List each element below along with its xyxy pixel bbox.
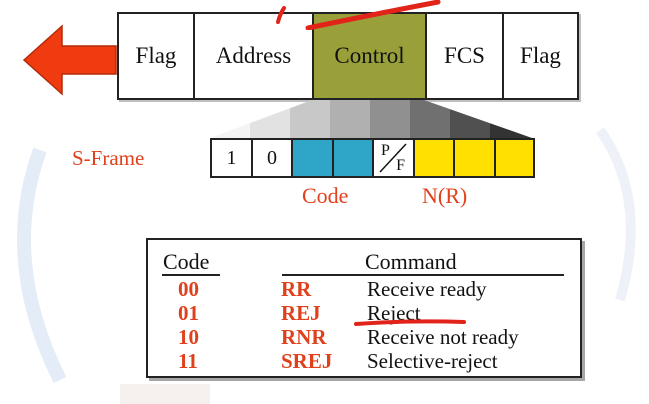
row-abbr: REJ	[281, 301, 321, 325]
field-flag-end: Flag	[502, 12, 579, 100]
pf-slash-icon	[379, 143, 407, 173]
left-arrow-icon	[22, 24, 117, 96]
bit-nr-1	[413, 138, 453, 178]
header-command-underline	[282, 274, 564, 276]
pf-bottom-letter: F	[396, 157, 405, 174]
bit-1: 1	[210, 138, 251, 178]
table-header-code: Code	[163, 249, 210, 274]
pen-underline-reject	[354, 319, 466, 326]
bit-code-2	[332, 138, 372, 178]
control-expansion	[210, 100, 532, 138]
code-label: Code	[302, 183, 349, 208]
row-command: Selective-reject	[367, 349, 498, 373]
row-command: Receive ready	[367, 277, 487, 301]
pen-annotation-top	[276, 0, 441, 30]
command-table	[146, 238, 582, 378]
row-code: 01	[178, 301, 199, 325]
row-command: Reject	[367, 301, 421, 325]
row-abbr: SREJ	[281, 349, 333, 373]
nr-label: N(R)	[422, 183, 468, 208]
bit-pf: P F	[372, 138, 413, 178]
bit-nr-2	[453, 138, 494, 178]
field-flag-start: Flag	[117, 12, 193, 100]
row-command: Receive not ready	[367, 325, 519, 349]
bit-code-1	[291, 138, 332, 178]
field-address: Address	[193, 12, 312, 100]
row-abbr: RR	[281, 277, 312, 301]
table-header-command: Command	[365, 249, 457, 274]
field-control: Control	[312, 12, 425, 100]
row-abbr: RNR	[281, 325, 327, 349]
bit-nr-3	[494, 138, 535, 178]
row-code: 10	[178, 325, 199, 349]
field-fcs: FCS	[425, 12, 502, 100]
row-code: 11	[178, 349, 198, 373]
header-code-underline	[162, 274, 220, 276]
sframe-bits: 1 0 P F	[210, 138, 535, 178]
frame-format: Flag Address Control FCS Flag	[117, 12, 579, 100]
row-code: 00	[178, 277, 199, 301]
pf-top-letter: P	[381, 142, 390, 159]
bit-2: 0	[251, 138, 291, 178]
sframe-label: S-Frame	[72, 146, 145, 170]
